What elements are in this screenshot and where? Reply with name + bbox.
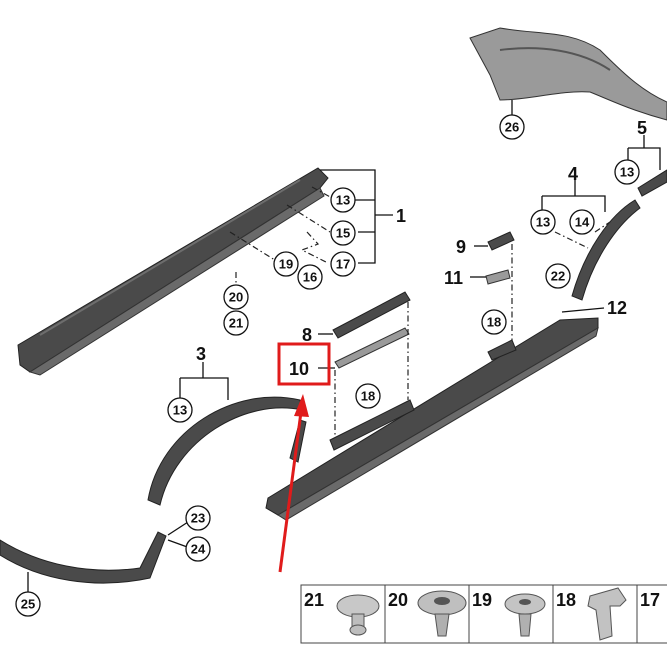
callout-25: 25 bbox=[15, 591, 41, 617]
callout-23: 23 bbox=[185, 505, 211, 531]
screw-19-icon bbox=[504, 593, 546, 637]
svg-text:13: 13 bbox=[173, 403, 187, 418]
callout-24: 24 bbox=[185, 536, 211, 562]
callout-19: 19 bbox=[273, 251, 299, 277]
svg-text:15: 15 bbox=[336, 226, 350, 241]
callout-18a: 18 bbox=[355, 383, 381, 409]
screw-20-icon bbox=[417, 590, 467, 637]
label-11: 11 bbox=[444, 268, 463, 288]
callout-22: 22 bbox=[545, 263, 571, 289]
callout-13c: 13 bbox=[530, 209, 556, 235]
wheel-arch-part-4 bbox=[571, 199, 641, 301]
svg-text:23: 23 bbox=[191, 511, 205, 526]
label-8: 8 bbox=[302, 325, 312, 345]
rear-trim-part-5 bbox=[637, 169, 667, 197]
callout-13a: 13 bbox=[330, 187, 356, 213]
label-10: 10 bbox=[289, 359, 309, 379]
side-sill-part-1 bbox=[17, 167, 329, 376]
svg-text:19: 19 bbox=[279, 257, 293, 272]
svg-text:26: 26 bbox=[505, 120, 519, 135]
highlight-arrow bbox=[278, 394, 309, 573]
svg-text:18: 18 bbox=[487, 315, 501, 330]
fastener-legend: 21 20 19 18 17 bbox=[300, 584, 667, 644]
legend-label-18: 18 bbox=[556, 590, 576, 610]
clip-21-icon bbox=[336, 594, 380, 636]
svg-text:22: 22 bbox=[551, 269, 565, 284]
callout-13d: 13 bbox=[614, 159, 640, 185]
svg-text:13: 13 bbox=[336, 193, 350, 208]
callout-20: 20 bbox=[223, 284, 249, 310]
label-5: 5 bbox=[637, 118, 647, 138]
svg-text:25: 25 bbox=[21, 597, 35, 612]
svg-text:16: 16 bbox=[303, 270, 317, 285]
svg-text:18: 18 bbox=[361, 389, 375, 404]
svg-text:14: 14 bbox=[575, 215, 590, 230]
plate-part-11 bbox=[485, 269, 511, 285]
legend-label-19: 19 bbox=[472, 590, 492, 610]
clip-18-icon bbox=[587, 587, 627, 641]
legend-label-21: 21 bbox=[304, 590, 324, 610]
svg-text:13: 13 bbox=[536, 215, 550, 230]
rocker-rail-part-12 bbox=[265, 317, 599, 521]
callout-18b: 18 bbox=[481, 309, 507, 335]
callout-17: 17 bbox=[330, 251, 356, 277]
highlight-box-10: 10 bbox=[277, 342, 331, 386]
callout-14: 14 bbox=[569, 209, 595, 235]
label-9: 9 bbox=[456, 237, 466, 257]
strip-part-10 bbox=[334, 327, 410, 369]
label-1: 1 bbox=[396, 206, 406, 226]
svg-text:20: 20 bbox=[229, 290, 243, 305]
label-4: 4 bbox=[568, 164, 578, 184]
callout-13b: 13 bbox=[167, 397, 193, 423]
svg-text:21: 21 bbox=[229, 316, 243, 331]
legend-label-17: 17 bbox=[640, 590, 660, 610]
strip-part-8 bbox=[332, 291, 411, 339]
svg-text:13: 13 bbox=[620, 165, 634, 180]
legend-label-20: 20 bbox=[388, 590, 408, 610]
label-12: 12 bbox=[607, 298, 627, 318]
bracket-part-9 bbox=[487, 231, 515, 251]
svg-text:24: 24 bbox=[191, 542, 206, 557]
label-3: 3 bbox=[196, 344, 206, 364]
svg-text:17: 17 bbox=[336, 257, 350, 272]
bumper-part-26 bbox=[469, 27, 667, 121]
callout-15: 15 bbox=[330, 220, 356, 246]
lower-trim-part-25 bbox=[0, 531, 167, 584]
callout-26: 26 bbox=[499, 114, 525, 140]
callout-16: 16 bbox=[297, 264, 323, 290]
callout-21: 21 bbox=[223, 310, 249, 336]
